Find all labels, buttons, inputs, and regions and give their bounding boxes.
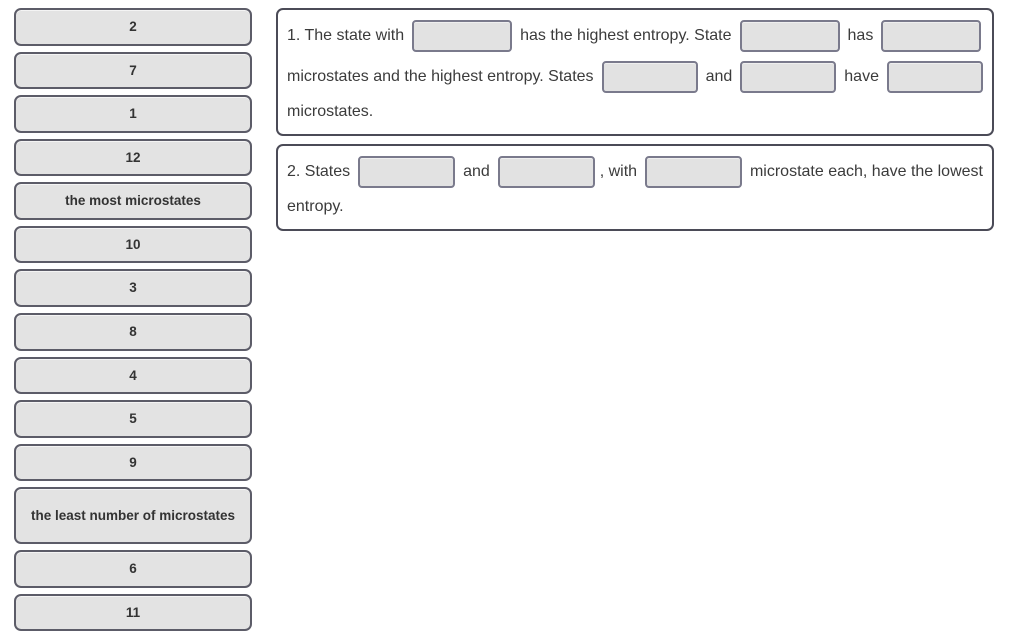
draggable-token[interactable]: 3	[14, 269, 252, 307]
question-1-text-b: has the highest entropy. State	[520, 26, 732, 44]
question-2-line-2: entropy.	[287, 192, 983, 222]
draggable-token[interactable]: 6	[14, 550, 252, 588]
token-label: 6	[129, 561, 137, 577]
draggable-token[interactable]: 12	[14, 138, 252, 177]
dropzone-1-5[interactable]	[740, 60, 837, 93]
question-1-line-2: microstates and the highest entropy. Sta…	[287, 56, 983, 97]
dropzone-1-3[interactable]	[881, 19, 982, 52]
token-label: 7	[129, 62, 137, 78]
token-label: 12	[125, 149, 141, 165]
draggable-token[interactable]: 8	[14, 312, 252, 351]
token-label: 1	[129, 106, 137, 122]
question-1-text-d: microstates and the highest entropy. Sta…	[287, 67, 594, 85]
question-1-text-g: microstates.	[287, 103, 374, 120]
token-label: 2	[129, 19, 137, 34]
dropzone-2-2[interactable]	[497, 155, 595, 188]
token-label: 9	[129, 454, 137, 470]
question-1-text-c: has	[847, 26, 874, 44]
dropzone-2-1[interactable]	[358, 155, 456, 188]
token-label: the most microstates	[65, 193, 201, 209]
question-2-text-e: entropy.	[287, 198, 344, 215]
token-label: 5	[129, 411, 137, 427]
draggable-token[interactable]: 1	[14, 95, 252, 133]
dropzone-1-2[interactable]	[739, 19, 840, 52]
draggable-token[interactable]: 5	[14, 400, 252, 438]
question-2-text-b: and	[463, 162, 490, 180]
question-2-text-a: 2. States	[287, 162, 351, 180]
draggable-token[interactable]: 7	[14, 51, 252, 90]
token-label: 4	[129, 367, 137, 383]
draggable-token[interactable]: 11	[14, 593, 252, 632]
question-panel-2: 2. States and , with microstate each, ha…	[276, 144, 994, 231]
token-label: 11	[125, 604, 141, 620]
question-area: 1. The state with has the highest entrop…	[276, 8, 994, 239]
draggable-token[interactable]: 10	[14, 225, 252, 264]
draggable-token[interactable]: the least number of microstates	[14, 487, 252, 545]
dropzone-1-6[interactable]	[886, 60, 983, 93]
token-label: 10	[125, 236, 141, 252]
draggable-token[interactable]: 4	[14, 356, 252, 395]
question-1-line-3: microstates.	[287, 97, 983, 127]
draggable-token[interactable]: the most microstates	[14, 182, 252, 220]
token-label: 3	[129, 280, 137, 296]
token-label: 8	[129, 323, 137, 339]
question-1-line-1: 1. The state with has the highest entrop…	[287, 15, 983, 56]
dropzone-1-4[interactable]	[601, 60, 698, 93]
question-1-text-f: have	[844, 67, 879, 85]
token-label: the least number of microstates	[30, 507, 236, 523]
question-2-text-c: , with	[599, 162, 638, 180]
question-2-text-d: microstate each, have the lowest	[749, 162, 983, 180]
question-1-text-e: and	[705, 67, 733, 85]
draggable-token[interactable]: 2	[14, 8, 252, 46]
token-bank: 2 7 1 12 the most microstates 10 3 8 4 5	[14, 8, 252, 632]
dropzone-2-3[interactable]	[645, 155, 742, 188]
question-panel-1: 1. The state with has the highest entrop…	[276, 8, 994, 136]
dropzone-1-1[interactable]	[412, 19, 513, 52]
question-1-text-a: 1. The state with	[287, 26, 405, 44]
draggable-token[interactable]: 9	[14, 443, 252, 482]
question-2-line-1: 2. States and , with microstate each, ha…	[287, 151, 983, 192]
